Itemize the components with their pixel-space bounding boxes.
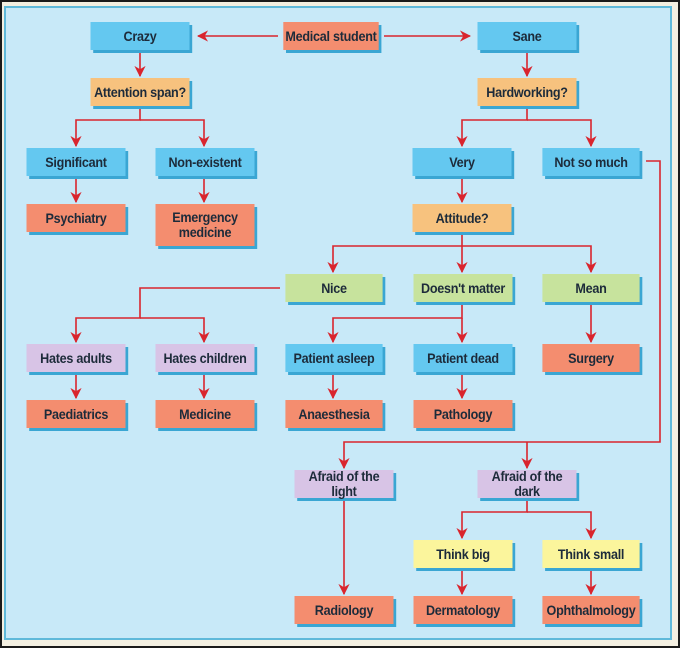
edge-nice-hateschildren [140, 317, 210, 344]
node-label: Hates adults [40, 349, 112, 366]
node-label: Crazy [123, 27, 157, 44]
edge-doesntmatter-asleep [327, 302, 463, 344]
edge-notsomuch-afraid [338, 160, 661, 470]
node-mean: Mean [542, 274, 640, 302]
node-paediatrics: Paediatrics [26, 400, 126, 428]
edge-hardworking-notsomuch [527, 119, 597, 148]
node-label: Afraid of the dark [491, 468, 563, 499]
edge-dark-thinksmall [527, 511, 597, 540]
node-medicine: Medicine [155, 400, 255, 428]
node-label: Ophthalmology [546, 601, 636, 618]
node-nice: Nice [285, 274, 383, 302]
node-hates-children: Hates children [155, 344, 255, 372]
node-pathology: Pathology [413, 400, 513, 428]
node-label: Mean [575, 279, 607, 296]
node-significant: Significant [26, 148, 126, 176]
node-medical-student: Medical student [283, 22, 379, 50]
node-label: Sane [512, 27, 542, 44]
node-anaesthesia: Anaesthesia [285, 400, 383, 428]
node-hates-adults: Hates adults [26, 344, 126, 372]
node-label: Think big [436, 545, 490, 562]
edge-hardworking-very [456, 106, 528, 148]
edge-dark-thinkbig [456, 498, 528, 540]
node-ophthalmology: Ophthalmology [542, 596, 640, 624]
node-label: Medical student [285, 27, 377, 44]
node-not-so-much: Not so much [542, 148, 640, 176]
node-label: Not so much [554, 153, 628, 170]
node-label: Anaesthesia [298, 405, 370, 422]
node-label: Patient dead [427, 349, 499, 366]
node-label: Attention span? [94, 83, 186, 100]
edge-attitude-mean [462, 245, 597, 274]
node-surgery: Surgery [542, 344, 640, 372]
node-very: Very [412, 148, 512, 176]
node-label: Psychiatry [45, 209, 107, 226]
node-patient-asleep: Patient asleep [285, 344, 383, 372]
node-label: Non-existent [168, 153, 242, 170]
node-emergency-medicine: Emergency medicine [155, 204, 255, 246]
node-label: Emergency medicine [172, 209, 238, 240]
node-crazy: Crazy [90, 22, 190, 50]
node-label: Significant [45, 153, 107, 170]
node-non-existent: Non-existent [155, 148, 255, 176]
node-label: Patient asleep [293, 349, 375, 366]
node-hardworking: Hardworking? [477, 78, 577, 106]
node-label: Pathology [433, 405, 493, 422]
edge-attention-branch [70, 106, 141, 148]
node-label: Doesn't matter [421, 279, 505, 296]
node-afraid-of-light: Afraid of the light [294, 468, 394, 499]
node-label: Attitude? [435, 209, 489, 226]
edge-attention-nonexistent [140, 119, 210, 148]
node-doesnt-matter: Doesn't matter [413, 274, 513, 302]
node-label: Paediatrics [43, 405, 109, 422]
node-think-big: Think big [413, 540, 513, 568]
node-label: Hardworking? [486, 83, 568, 100]
edge-nice-hatesadults [70, 287, 280, 344]
node-afraid-of-dark: Afraid of the dark [477, 468, 577, 499]
node-patient-dead: Patient dead [413, 344, 513, 372]
node-label: Surgery [568, 349, 614, 366]
node-attention-span: Attention span? [90, 78, 190, 106]
node-label: Think small [557, 545, 625, 562]
node-psychiatry: Psychiatry [26, 204, 126, 232]
flowchart-panel [4, 6, 672, 640]
node-label: Medicine [179, 405, 231, 422]
node-label: Afraid of the light [308, 468, 380, 499]
node-label: Radiology [314, 601, 374, 618]
node-sane: Sane [477, 22, 577, 50]
node-label: Very [449, 153, 475, 170]
node-attitude: Attitude? [412, 204, 512, 232]
node-think-small: Think small [542, 540, 640, 568]
node-radiology: Radiology [294, 596, 394, 624]
node-label: Dermatology [425, 601, 501, 618]
edge-attitude-nice [327, 232, 463, 274]
node-label: Hates children [163, 349, 247, 366]
node-label: Nice [321, 279, 347, 296]
node-dermatology: Dermatology [413, 596, 513, 624]
